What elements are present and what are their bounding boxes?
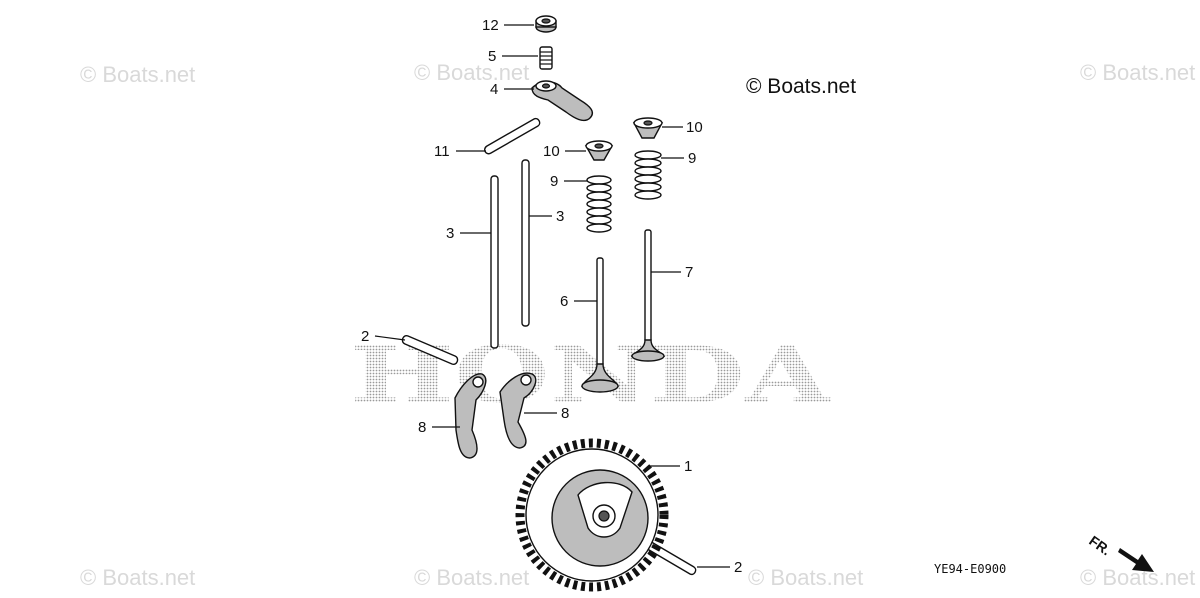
callout-2-upper: 2 (361, 328, 406, 345)
part-8-follower-right (499, 372, 537, 449)
callout-6: 6 (560, 293, 597, 310)
watermark-bottom-left: © Boats.net (80, 565, 195, 590)
callout-3-left: 3 (446, 225, 491, 242)
callout-8-right: 8 (524, 405, 569, 422)
front-label: FR. (1086, 532, 1114, 558)
part-10-retainer-right (632, 117, 664, 139)
callout-12: 12 (482, 17, 534, 34)
callout-label-9-right: 9 (688, 150, 696, 167)
callout-9-left: 9 (550, 173, 587, 190)
callout-3-right: 3 (529, 208, 564, 225)
callout-label-5: 5 (488, 48, 496, 65)
callout-label-1: 1 (684, 458, 692, 475)
callout-label-3-left: 3 (446, 225, 454, 242)
callout-5: 5 (488, 48, 538, 65)
part-9-spring-right (634, 150, 662, 200)
callout-label-7: 7 (685, 264, 693, 281)
watermark-top-middle: © Boats.net (414, 60, 529, 85)
part-10-retainer-left (584, 140, 614, 161)
callout-label-8-right: 8 (561, 405, 569, 422)
callout-label-10-left: 10 (543, 143, 560, 160)
callout-9-right: 9 (661, 150, 696, 167)
callout-label-2-upper: 2 (361, 328, 369, 345)
callout-label-4: 4 (490, 81, 498, 98)
callout-label-9-left: 9 (550, 173, 558, 190)
callout-label-3-right: 3 (556, 208, 564, 225)
part-3-push-rods (490, 159, 530, 349)
watermark-bottom-center: © Boats.net (748, 565, 863, 590)
callout-7: 7 (651, 264, 693, 281)
callout-label-12: 12 (482, 17, 499, 34)
front-arrow-icon (1118, 548, 1154, 572)
part-6-valve (581, 257, 619, 393)
watermark-top-left: © Boats.net (80, 62, 195, 87)
callout-label-6: 6 (560, 293, 568, 310)
callout-10-right: 10 (662, 119, 703, 136)
callout-10-left: 10 (543, 143, 586, 160)
callout-8-left: 8 (418, 419, 460, 436)
part-12-nut (535, 15, 557, 33)
part-1-camshaft-gear (515, 438, 669, 592)
part-2-pin-upper (401, 334, 459, 366)
part-4-rocker-arm (531, 80, 594, 122)
callout-4: 4 (490, 81, 534, 98)
watermark-bottom-middle: © Boats.net (414, 565, 529, 590)
callout-label-2-lower: 2 (734, 559, 742, 576)
part-11-rocker-shaft (484, 117, 541, 155)
copyright-label: © Boats.net (746, 75, 856, 98)
callout-label-10-right: 10 (686, 119, 703, 136)
watermark-top-right: © Boats.net (1080, 60, 1195, 85)
diagram-code: YE94-E0900 (934, 562, 1006, 576)
part-9-spring-left (586, 175, 612, 233)
callout-2-lower: 2 (697, 559, 742, 576)
callout-label-8-left: 8 (418, 419, 426, 436)
part-5-stud (539, 46, 553, 70)
part-7-valve (630, 229, 666, 362)
callout-1: 1 (650, 458, 692, 475)
callout-11: 11 (434, 143, 486, 160)
part-8-follower-left (454, 373, 487, 459)
callout-label-11: 11 (434, 143, 450, 160)
